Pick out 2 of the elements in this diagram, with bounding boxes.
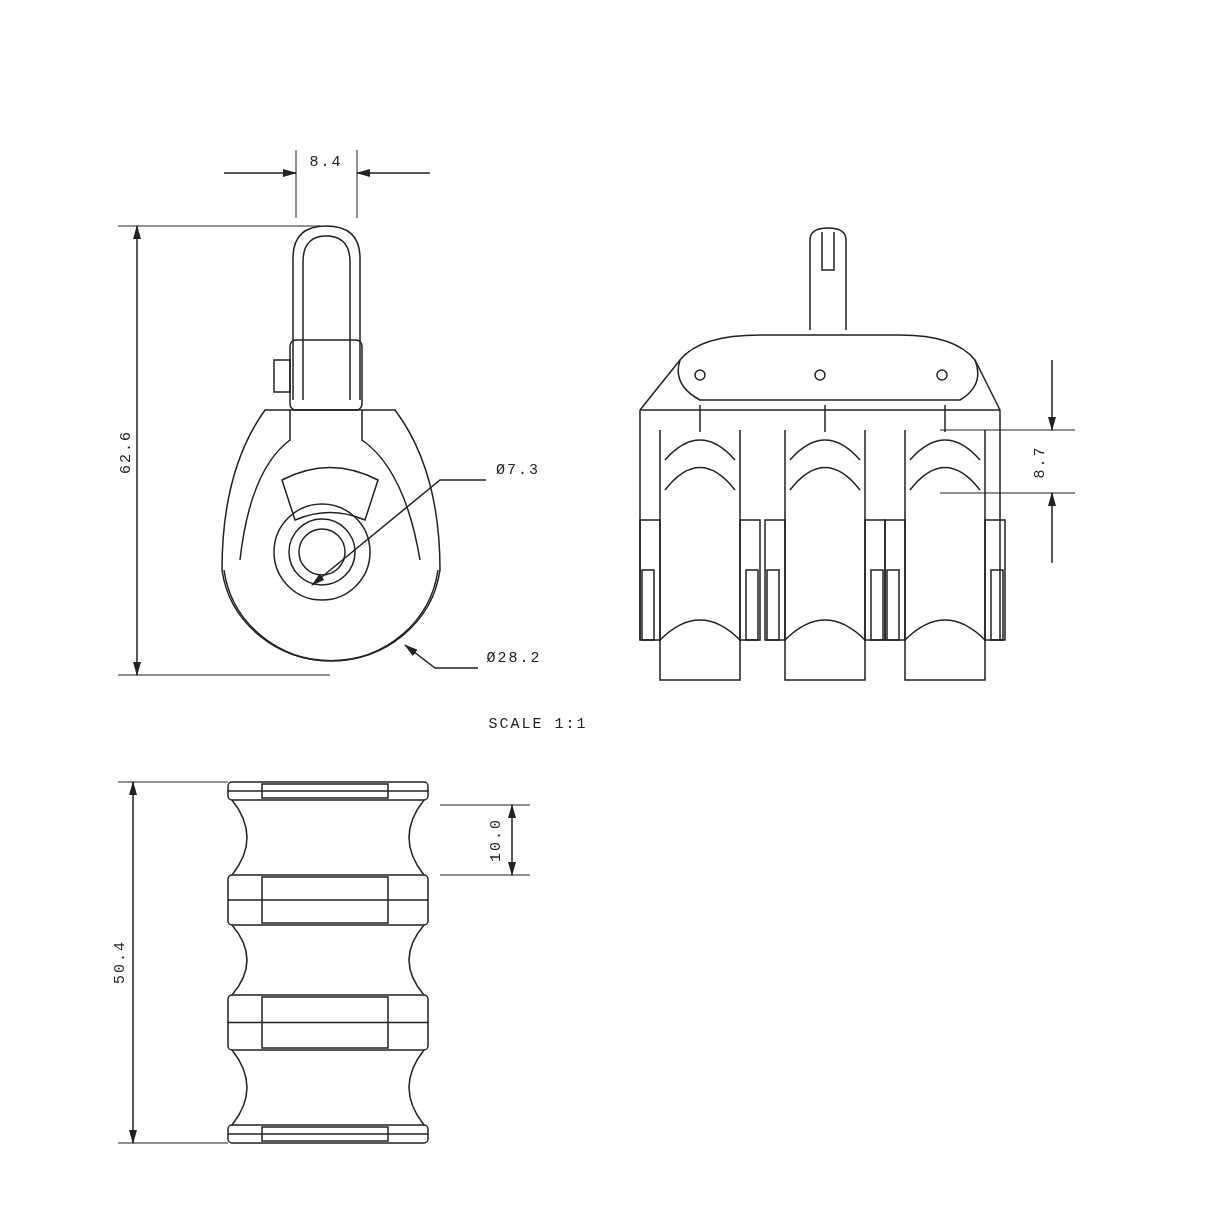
leader-line [404, 644, 479, 669]
leader-line [311, 479, 487, 586]
